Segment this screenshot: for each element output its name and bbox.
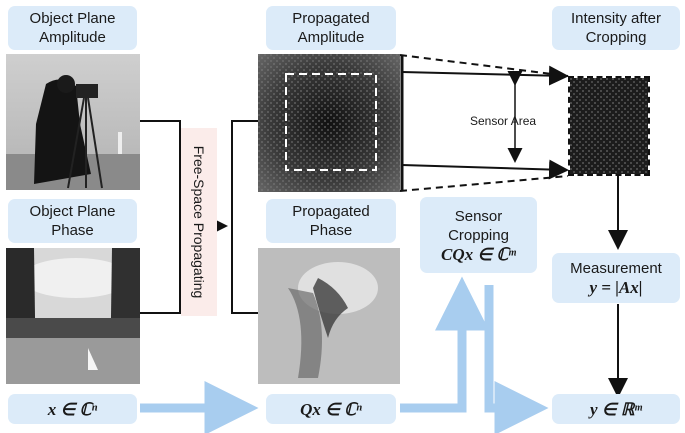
sensor-area-label: Sensor Area (470, 114, 537, 128)
flow-arrows (140, 276, 549, 433)
propagated-phase-image (258, 248, 400, 384)
propagated-phase-label: Propagated Phase (266, 199, 396, 243)
sensor-cropping-line1: Sensor (454, 207, 503, 225)
object-phase-image (6, 248, 140, 384)
intensity-cropping-line1: Intensity after (570, 10, 662, 27)
object-amplitude-image (6, 54, 140, 190)
sensor-cropping-label: Sensor Cropping CQx ∈ ℂᵐ (420, 197, 537, 273)
y-box: y ∈ ℝᵐ (552, 394, 680, 424)
zoom-projection (399, 54, 569, 192)
flow-arrow-qx-to-cropping (400, 276, 489, 413)
propagated-amplitude-line2: Amplitude (297, 29, 365, 46)
object-amplitude-line2: Amplitude (39, 29, 106, 46)
y-real-expression: y ∈ ℝᵐ (590, 399, 642, 419)
y-eq-expression: y = |Ax| (589, 278, 643, 297)
free-space-label: Free-Space Propagating (181, 128, 217, 316)
measurement-label: Measurement y = |Ax| (552, 253, 680, 303)
propagated-phase-line2: Phase (309, 222, 353, 239)
object-phase-line1: Object Plane (29, 203, 116, 220)
qx-expression: Qx ∈ ℂⁿ (300, 399, 362, 419)
object-phase-line2: Phase (51, 222, 94, 239)
propagated-amplitude-line1: Propagated (292, 10, 370, 27)
object-amplitude-line1: Object Plane (29, 10, 116, 27)
flow-arrow-cropping-to-y (484, 285, 549, 433)
measurement-title: Measurement (570, 260, 662, 277)
object-amplitude-label: Object Plane Amplitude (8, 6, 137, 50)
object-phase-label: Object Plane Phase (8, 199, 137, 243)
cqx-expression: CQx ∈ ℂᵐ (441, 244, 516, 264)
sensor-cropping-line2: Cropping (448, 226, 509, 244)
free-space-text: Free-Space Propagating (191, 145, 207, 299)
propagated-phase-line1: Propagated (292, 203, 370, 220)
intensity-cropping-line2: Cropping (585, 29, 647, 46)
x-box: x ∈ ℂⁿ (8, 394, 137, 424)
propagated-amplitude-image (258, 54, 400, 192)
x-expression: x ∈ ℂⁿ (47, 399, 98, 419)
qx-box: Qx ∈ ℂⁿ (266, 394, 396, 424)
propagated-amplitude-label: Propagated Amplitude (266, 6, 396, 50)
intensity-cropped-image (568, 76, 650, 176)
intensity-cropping-label: Intensity after Cropping (552, 6, 680, 50)
